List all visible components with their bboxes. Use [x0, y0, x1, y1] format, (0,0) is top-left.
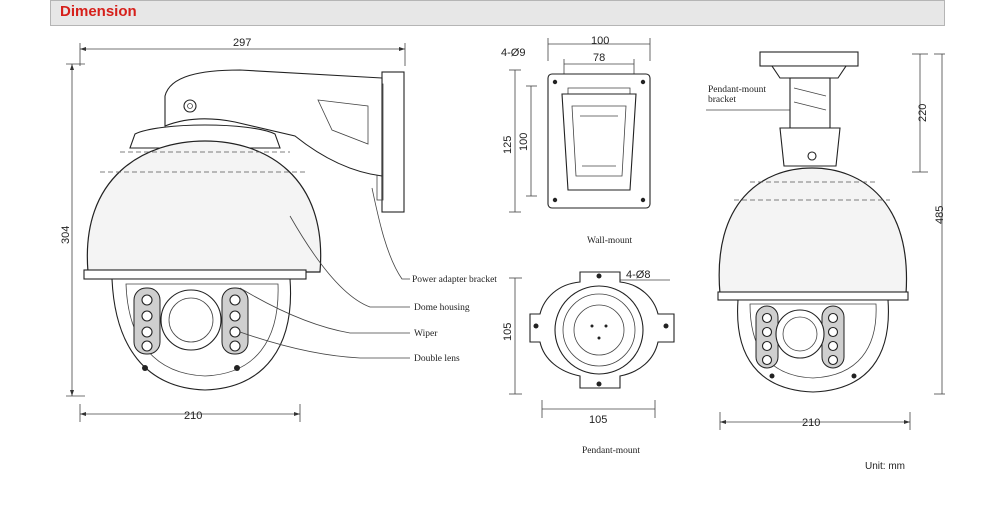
dimension-drawing: 297 304 210	[50, 26, 946, 474]
callout-double-lens: Double lens	[414, 354, 460, 364]
pendant-view-camera: Pendant-mount bracket 220 485 210	[706, 51, 946, 430]
pendant-bracket-label-line2: bracket	[708, 95, 736, 105]
pendant-mount-caption: Pendant-mount	[582, 446, 640, 456]
dim-side-height: 304	[60, 226, 72, 244]
pendant-mount-hole-spec: 4-Ø8	[626, 269, 650, 281]
dim-wall-width-outer: 100	[591, 35, 609, 47]
callout-wiper: Wiper	[414, 329, 438, 339]
callout-power-adapter-bracket: Power adapter bracket	[412, 275, 497, 285]
dim-pendant-width-bottom: 210	[802, 417, 820, 429]
dim-wall-height-inner: 100	[518, 133, 530, 151]
callout-dome-housing: Dome housing	[414, 303, 470, 313]
dim-pendant-width: 105	[589, 414, 607, 426]
dim-wall-height-outer: 125	[502, 136, 514, 154]
pendant-bracket-label-line1: Pendant-mount	[708, 85, 766, 95]
section-header: Dimension	[50, 0, 945, 26]
section-title: Dimension	[60, 3, 137, 20]
wall-mount-view: 4-Ø9 100 78 125 100 Wall-mount	[501, 35, 651, 246]
dim-pendant-height: 105	[502, 323, 514, 341]
unit-label: Unit: mm	[865, 461, 905, 472]
wall-mount-caption: Wall-mount	[587, 236, 633, 246]
side-view-camera: 297 304 210	[60, 37, 497, 422]
dim-side-width-bottom: 210	[184, 410, 202, 422]
dim-pendant-bracket-height: 220	[917, 104, 929, 122]
wall-mount-hole-spec: 4-Ø9	[501, 47, 525, 59]
dimension-drawing-svg: 297 304 210	[60, 35, 946, 472]
dim-wall-width-inner: 78	[593, 52, 605, 64]
dim-side-width-top: 297	[233, 37, 251, 49]
dim-pendant-total-height: 485	[934, 206, 945, 224]
pendant-mount-view: 4-Ø8 105 105 Pendant-mount	[502, 269, 675, 456]
